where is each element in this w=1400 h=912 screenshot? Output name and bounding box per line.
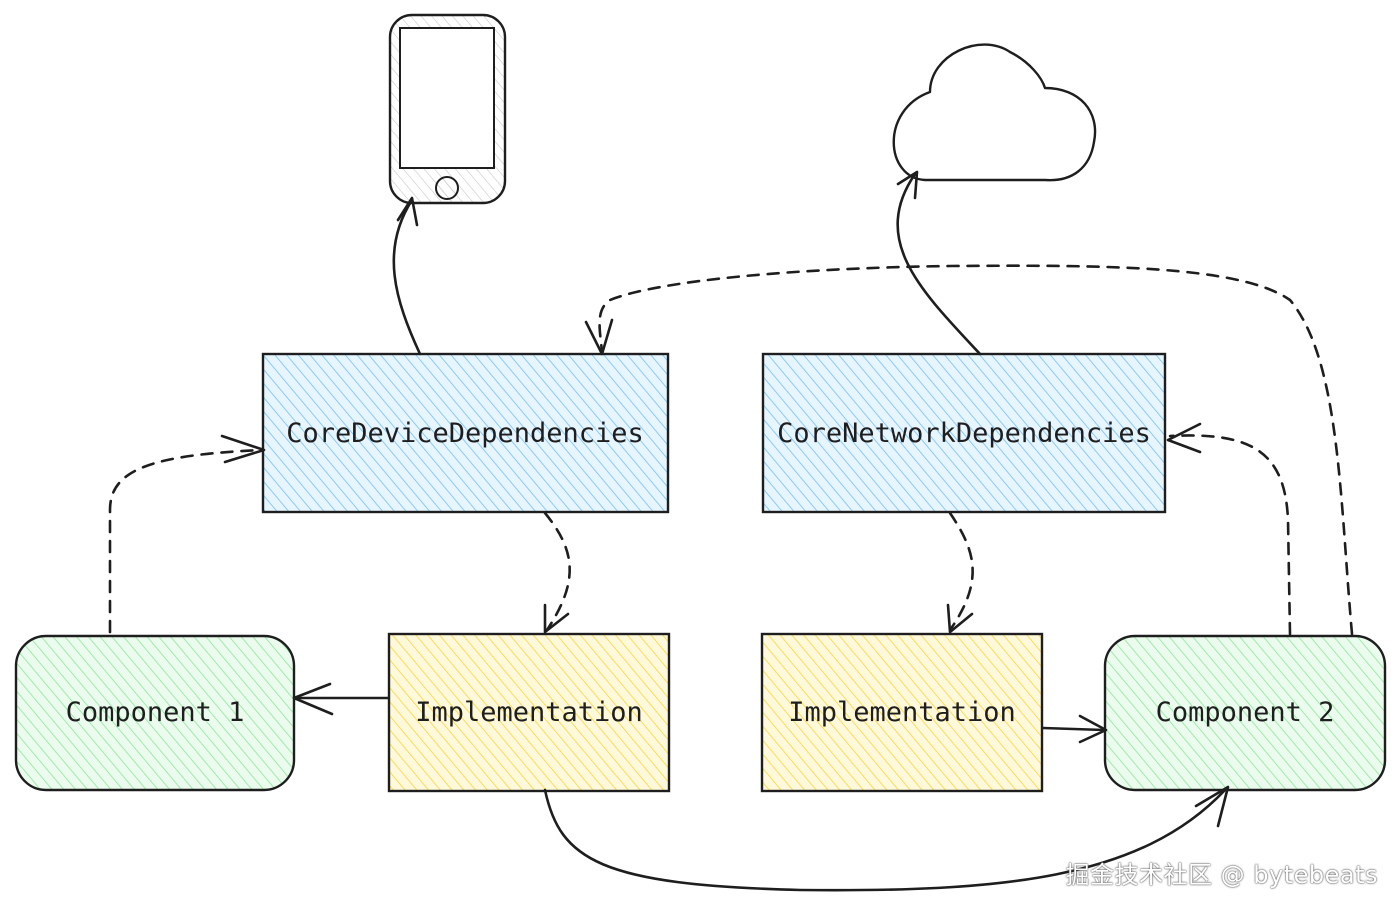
arrow-component-2-to-core-device [584,264,1354,636]
smartphone-icon [388,13,507,205]
implementation-left-label: Implementation [415,697,643,728]
arrow-component-2-to-core-network [1166,422,1292,636]
arrow-implementation-left-to-component-2 [543,785,1230,892]
implementation-right-label: Implementation [788,697,1016,728]
core-device-dependencies-box: CoreDeviceDependencies [261,352,670,514]
arrow-component-1-to-core-device [108,434,266,634]
arrow-core-network-to-implementation [946,511,974,634]
core-network-dependencies-box: CoreNetworkDependencies [761,352,1167,514]
arrow-core-device-to-implementation [543,511,571,634]
component-1-box: Component 1 [14,634,296,792]
component-1-label: Component 1 [66,697,245,728]
core-network-dependencies-label: CoreNetworkDependencies [777,418,1151,449]
implementation-left-box: Implementation [387,632,671,793]
watermark-text: 掘金技术社区 @ bytebeats [1065,861,1378,889]
component-2-label: Component 2 [1156,697,1335,728]
component-2-box: Component 2 [1103,634,1387,792]
arrow-implementation-to-component-1 [292,682,390,716]
core-device-dependencies-label: CoreDeviceDependencies [286,418,644,449]
arrow-implementation-to-component-2 [1041,714,1108,744]
arrow-core-network-to-cloud [896,170,982,356]
cloud-icon [892,43,1097,182]
implementation-right-box: Implementation [760,632,1044,793]
arrow-core-device-to-phone [392,196,422,356]
